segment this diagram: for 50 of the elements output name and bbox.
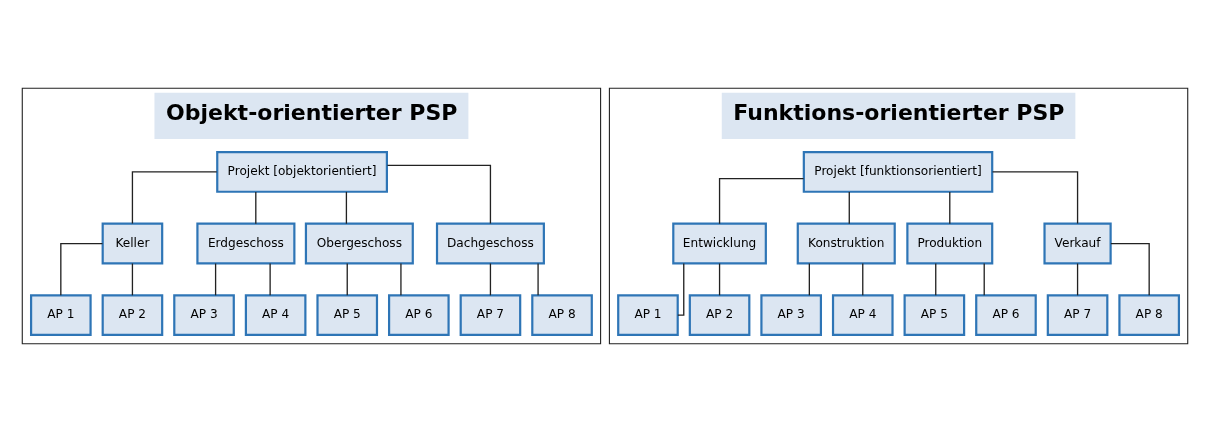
connector [131, 170, 218, 224]
node-box: AP 1 [617, 293, 679, 336]
node-box: Obergeschoss [304, 222, 414, 264]
connector [400, 262, 402, 296]
connector [935, 262, 937, 296]
node-box: AP 8 [1118, 293, 1180, 336]
node-box: AP 5 [316, 293, 379, 336]
node-box: AP 2 [688, 293, 751, 336]
connector [346, 262, 348, 296]
connector [718, 177, 805, 224]
node-box: AP 6 [388, 293, 450, 336]
connector [345, 190, 348, 224]
node-box: AP 4 [244, 293, 307, 336]
connector [386, 164, 492, 224]
node-box: Erdgeschoss [196, 222, 296, 264]
connector [1110, 242, 1150, 296]
node-box: AP 6 [975, 293, 1037, 336]
connector [255, 190, 257, 224]
connector [269, 262, 271, 296]
node-box: Konstruktion [796, 222, 896, 264]
node-box: AP 7 [459, 293, 522, 336]
node-box: AP 3 [173, 293, 235, 336]
node-box: Dachgeschoss [435, 222, 545, 264]
connector [537, 262, 539, 296]
connector [949, 190, 951, 224]
node-box: Produktion [906, 222, 994, 264]
connector [489, 262, 492, 296]
connector [808, 262, 810, 296]
node-box: AP 2 [101, 293, 164, 336]
node-box: Projekt [objektorientiert] [216, 150, 388, 193]
connector [677, 262, 685, 316]
connector [214, 262, 217, 296]
node-box: Entwicklung [672, 222, 767, 264]
connector [991, 170, 1079, 224]
node-box: Verkauf [1043, 222, 1112, 264]
connector [1076, 262, 1079, 296]
node-box: AP 1 [30, 293, 92, 336]
connector [983, 262, 985, 296]
connector [848, 190, 850, 224]
node-box: AP 3 [760, 293, 822, 336]
node-box: AP 7 [1046, 293, 1109, 336]
node-box: AP 4 [831, 293, 894, 336]
connector [60, 242, 104, 296]
node-box: AP 5 [903, 293, 966, 336]
node-box: AP 8 [531, 293, 593, 336]
connector [862, 262, 864, 296]
connector [718, 262, 721, 296]
connector [131, 262, 134, 296]
node-box: Keller [101, 222, 164, 264]
node-box: Projekt [funktionsorientiert] [802, 150, 994, 193]
